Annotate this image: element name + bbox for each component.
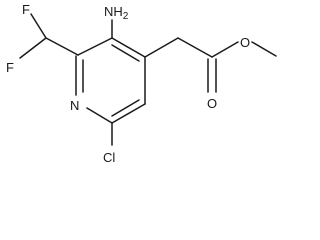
ring-nitrogen-label: N bbox=[70, 98, 79, 113]
amino-subscript: 2 bbox=[123, 11, 129, 22]
bond-c2-cf bbox=[45, 37, 79, 56]
bond-c5-c6-double bbox=[111, 99, 140, 117]
fluorine-left-label: F bbox=[6, 60, 14, 75]
bond-c6-n1 bbox=[86, 107, 113, 124]
ester-oxygen-label: O bbox=[240, 35, 250, 50]
bond-c3-c4-double bbox=[111, 44, 140, 62]
chlorine-label: Cl bbox=[103, 150, 115, 165]
bond-c2-c3 bbox=[77, 37, 113, 56]
bond-o-methyl bbox=[251, 41, 277, 57]
amino-label: NH2 bbox=[104, 4, 129, 22]
bond-ch2-c-carbonyl bbox=[177, 37, 213, 58]
bond-c5-c6 bbox=[111, 103, 146, 124]
amino-n-text: NH bbox=[104, 4, 123, 19]
bond-c-o-ester bbox=[211, 41, 239, 58]
bond-c3-c4 bbox=[111, 37, 146, 58]
fluorine-top-label: F bbox=[22, 2, 30, 17]
bond-cf-f-top bbox=[30, 13, 47, 39]
structure-canvas: NH2 F F N Cl O O bbox=[6, 2, 277, 165]
bond-cf-f-left bbox=[19, 37, 47, 59]
carbonyl-oxygen-label: O bbox=[207, 96, 217, 111]
bond-c4-ch2 bbox=[144, 37, 179, 58]
chemical-structure: NH2 F F N Cl O O bbox=[6, 2, 277, 165]
